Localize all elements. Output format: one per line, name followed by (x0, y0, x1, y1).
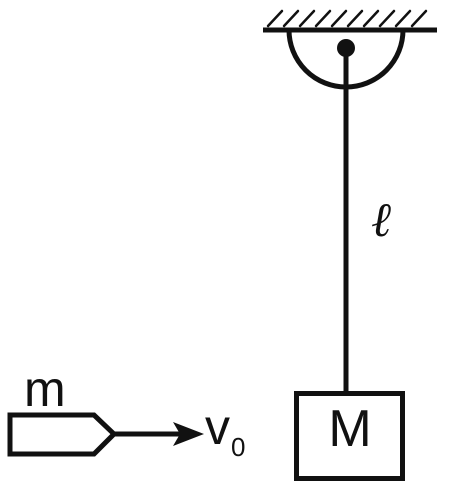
block-mass-label: M (328, 400, 372, 458)
velocity-label: v0 (205, 399, 245, 460)
ceiling-hatching (266, 9, 428, 28)
block-M (294, 391, 405, 481)
velocity-symbol: v (205, 399, 230, 455)
string-length-label: ℓ (371, 192, 391, 248)
bullet-mass-label: m (24, 361, 66, 417)
velocity-subscript: 0 (231, 432, 246, 462)
velocity-arrowhead (173, 422, 204, 446)
bullet-m (7, 412, 118, 457)
pivot-point (337, 39, 355, 57)
